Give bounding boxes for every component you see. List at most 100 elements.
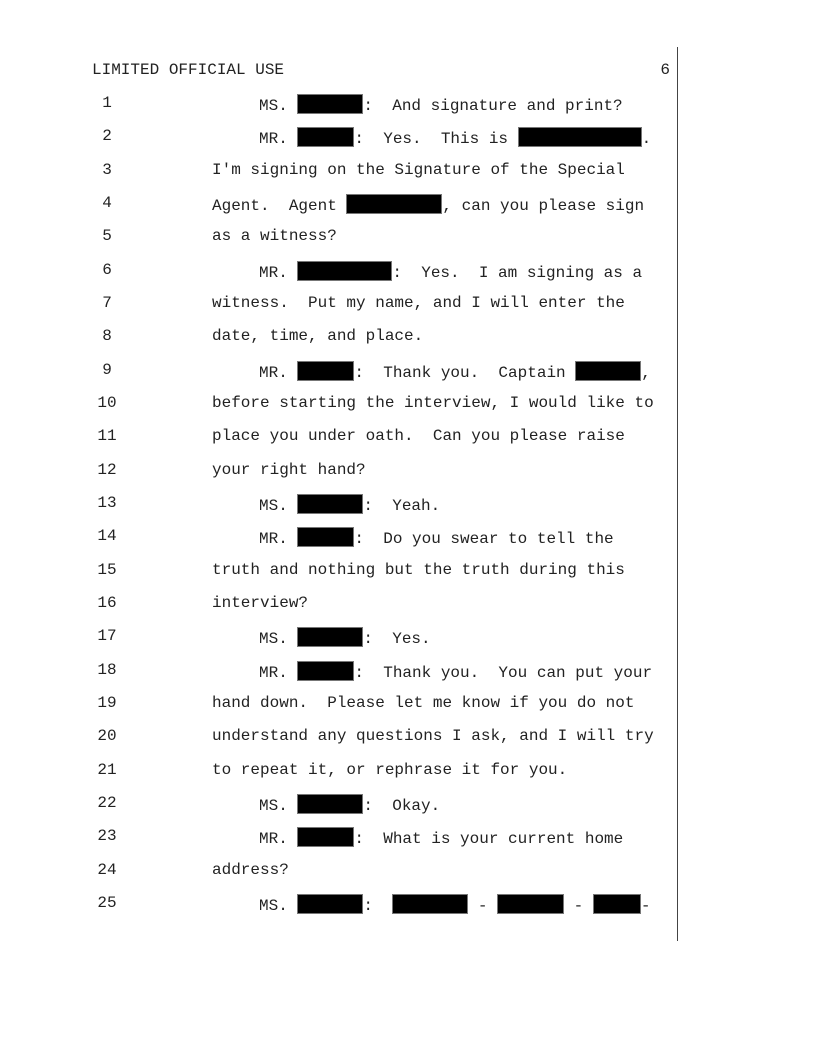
redaction-box: [297, 661, 355, 681]
line-number: 24: [97, 861, 117, 879]
speaker-title: MS.: [259, 497, 298, 515]
line-number: 4: [102, 194, 112, 212]
line-number: 2: [102, 127, 112, 145]
line-text: date, time, and place.: [212, 327, 424, 345]
line-text: understand any questions I ask, and I wi…: [212, 727, 654, 745]
redaction-box: [297, 361, 355, 381]
transcript-line: 9 MR. : Thank you. Captain ,: [0, 361, 680, 385]
line-number: 1: [102, 94, 112, 112]
line-number: 15: [97, 561, 117, 579]
speech-text: : Do you swear to tell the: [354, 530, 614, 548]
right-margin-rule: [677, 47, 678, 941]
transcript-line: 22 MS. : Okay.: [0, 794, 680, 818]
line-text: hand down. Please let me know if you do …: [212, 694, 635, 712]
line-text: Agent. Agent , can you please sign: [212, 194, 644, 215]
transcript-line: 7 witness. Put my name, and I will enter …: [0, 294, 680, 318]
line-number: 7: [102, 294, 112, 312]
speech-text: -: [564, 897, 593, 915]
line-text: MS. : And signature and print?: [259, 94, 623, 115]
line-number: 25: [97, 894, 117, 912]
line-number: 8: [102, 327, 112, 345]
speech-text: : Yes. This is: [354, 130, 518, 148]
speaker-title: MR.: [259, 830, 298, 848]
classification-header: LIMITED OFFICIAL USE: [92, 61, 285, 79]
redaction-box: [297, 127, 355, 147]
line-text: MR. : Yes. I am signing as a: [259, 261, 642, 282]
line-number: 23: [97, 827, 117, 845]
line-text: MS. : Yeah.: [259, 494, 440, 515]
transcript-line: 19 hand down. Please let me know if you d…: [0, 694, 680, 718]
line-text: witness. Put my name, and I will enter t…: [212, 294, 625, 312]
line-number: 22: [97, 794, 117, 812]
redaction-box: [517, 127, 642, 147]
redaction-box: [297, 527, 355, 547]
line-text: MS. : Yes.: [259, 627, 431, 648]
line-number: 19: [97, 694, 117, 712]
line-text: as a witness?: [212, 227, 337, 245]
line-text: I'm signing on the Signature of the Spec…: [212, 161, 625, 179]
redaction-box: [297, 827, 355, 847]
transcript-line: 5 as a witness?: [0, 227, 680, 251]
speech-text: :: [363, 897, 393, 915]
line-number: 3: [102, 161, 112, 179]
speech-text: ,: [641, 364, 651, 382]
speaker-title: MR.: [259, 530, 298, 548]
line-text: truth and nothing but the truth during t…: [212, 561, 625, 579]
line-text: interview?: [212, 594, 309, 612]
line-number: 5: [102, 227, 112, 245]
speaker-title: MR.: [259, 364, 298, 382]
transcript-line: 14 MR. : Do you swear to tell the: [0, 527, 680, 551]
speech-text: : Thank you. You can put your: [354, 664, 653, 682]
speech-text: -: [640, 897, 651, 915]
redaction-box: [497, 894, 565, 914]
speaker-title: MR.: [259, 664, 298, 682]
speaker-title: MS.: [259, 97, 298, 115]
redaction-box: [297, 94, 364, 114]
line-text: to repeat it, or rephrase it for you.: [212, 761, 568, 779]
speaker-title: MR.: [259, 264, 298, 282]
redaction-box: [346, 194, 443, 214]
line-number: 17: [97, 627, 117, 645]
speaker-title: MR.: [259, 130, 298, 148]
transcript-line: 2 MR. : Yes. This is .: [0, 127, 680, 151]
line-number: 9: [102, 361, 112, 379]
line-text: before starting the interview, I would l…: [212, 394, 654, 412]
line-text: MR. : Yes. This is .: [259, 127, 651, 148]
speech-text: : Yes.: [363, 630, 431, 648]
redaction-box: [297, 794, 364, 814]
transcript-line: 17 MS. : Yes.: [0, 627, 680, 651]
speech-text: : Yes. I am signing as a: [392, 264, 643, 282]
line-text: address?: [212, 861, 289, 879]
transcript-line: 3 I'm signing on the Signature of the Spe…: [0, 161, 680, 185]
line-text: MS. : Okay.: [259, 794, 440, 815]
line-text: MR. : Do you swear to tell the: [259, 527, 614, 548]
speech-text: .: [641, 130, 652, 148]
transcript-line: 13 MS. : Yeah.: [0, 494, 680, 518]
line-text: MR. : Thank you. You can put your: [259, 661, 652, 682]
speaker-title: MS.: [259, 797, 298, 815]
transcript-line: 12 your right hand?: [0, 461, 680, 485]
speech-text: -: [468, 897, 498, 915]
speech-text: : Okay.: [363, 797, 441, 815]
speech-text: Agent. Agent: [212, 197, 347, 215]
line-text: MR. : Thank you. Captain ,: [259, 361, 651, 382]
line-number: 14: [97, 527, 117, 545]
line-text: your right hand?: [212, 461, 366, 479]
transcript-line: 1 MS. : And signature and print?: [0, 94, 680, 118]
line-number: 12: [97, 461, 117, 479]
speech-text: : Yeah.: [363, 497, 441, 515]
redaction-box: [297, 894, 364, 914]
redaction-box: [592, 894, 641, 914]
redaction-box: [297, 494, 364, 514]
line-number: 13: [97, 494, 117, 512]
transcript-line: 15 truth and nothing but the truth during…: [0, 561, 680, 585]
speech-text: : Thank you. Captain: [354, 364, 576, 382]
redaction-box: [575, 361, 642, 381]
